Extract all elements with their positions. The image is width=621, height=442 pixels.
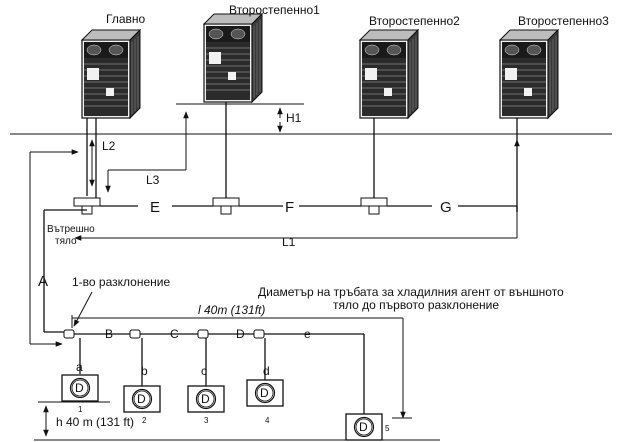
- indoor-label-line1: Вътрешно: [47, 224, 95, 235]
- pipe-label-g: G: [440, 199, 452, 216]
- outdoor-unit-sub1: [203, 13, 263, 103]
- pipe-label-e-lower: e: [304, 327, 311, 341]
- pipe-label-c: C: [170, 327, 179, 341]
- outdoor-unit-sub2: [359, 29, 419, 119]
- unit-label-sub2: Второстепенно2: [369, 14, 460, 28]
- unit-label-main: Главно: [106, 12, 146, 26]
- outdoor-unit-main: [81, 29, 141, 119]
- h40-label: h 40 m (131 ft): [56, 415, 134, 429]
- pipe-label-a: A: [38, 273, 48, 290]
- l1-label: L1: [282, 235, 296, 249]
- first-branch-arrow: [73, 291, 93, 327]
- indoor-unit-symbol-2: D: [137, 392, 146, 406]
- l3-label: L3: [146, 173, 160, 187]
- indoor-unit-number-1: 1: [78, 405, 83, 414]
- branch-tee-f: [212, 197, 240, 215]
- unit-label-sub1: Второстепенно1: [229, 3, 320, 17]
- pipe-label-a-lower: a: [76, 360, 83, 374]
- indoor-unit-number-5: 5: [385, 424, 390, 433]
- first-branch-label: 1-во разклонение: [72, 275, 170, 289]
- pipe-label-b: B: [105, 327, 113, 341]
- outdoor-pipes: [86, 102, 518, 212]
- indoor-unit-symbol-3: D: [201, 392, 210, 406]
- indoor-label-line2: тяло: [55, 236, 77, 247]
- l3-dimension: [105, 111, 189, 193]
- pipe-label-d-lower: d: [263, 364, 270, 378]
- h1-dimension: [176, 103, 304, 133]
- unit-label-sub3: Второстепенно3: [518, 14, 609, 28]
- indoor-return-arrow: [29, 149, 79, 347]
- l40-dimension: [71, 315, 412, 419]
- h1-label: H1: [286, 111, 302, 125]
- indoor-unit-number-3: 3: [204, 416, 209, 425]
- pipe-label-d: D: [236, 327, 245, 341]
- branch-tee-g: [360, 197, 388, 215]
- h40-dimension: [34, 401, 440, 441]
- pipe-label-e: E: [150, 199, 160, 216]
- outdoor-unit-sub3: [499, 29, 559, 119]
- pipe-diameter-note-line1: Диаметър на тръбата за хладилния агент о…: [258, 285, 564, 299]
- indoor-unit-number-2: 2: [142, 416, 147, 425]
- pipe-a: [43, 209, 87, 333]
- indoor-unit-symbol-5: D: [359, 420, 368, 434]
- lower-distribution-line: [63, 329, 365, 414]
- l2-label: L2: [102, 139, 116, 153]
- indoor-unit-symbol-1: D: [75, 381, 84, 395]
- indoor-unit-number-4: 4: [265, 416, 270, 425]
- l1-dimension: [74, 139, 520, 241]
- pipe-label-f: F: [285, 199, 294, 216]
- indoor-unit-symbol-4: D: [260, 386, 269, 400]
- pipe-diameter-note-line2: тяло до първото разклонение: [333, 298, 499, 312]
- pipe-label-c-lower: c: [201, 364, 207, 378]
- l40-label: l 40m (131ft): [198, 303, 265, 317]
- pipe-label-b-lower: b: [141, 364, 148, 378]
- branch-tee-main: [73, 197, 101, 215]
